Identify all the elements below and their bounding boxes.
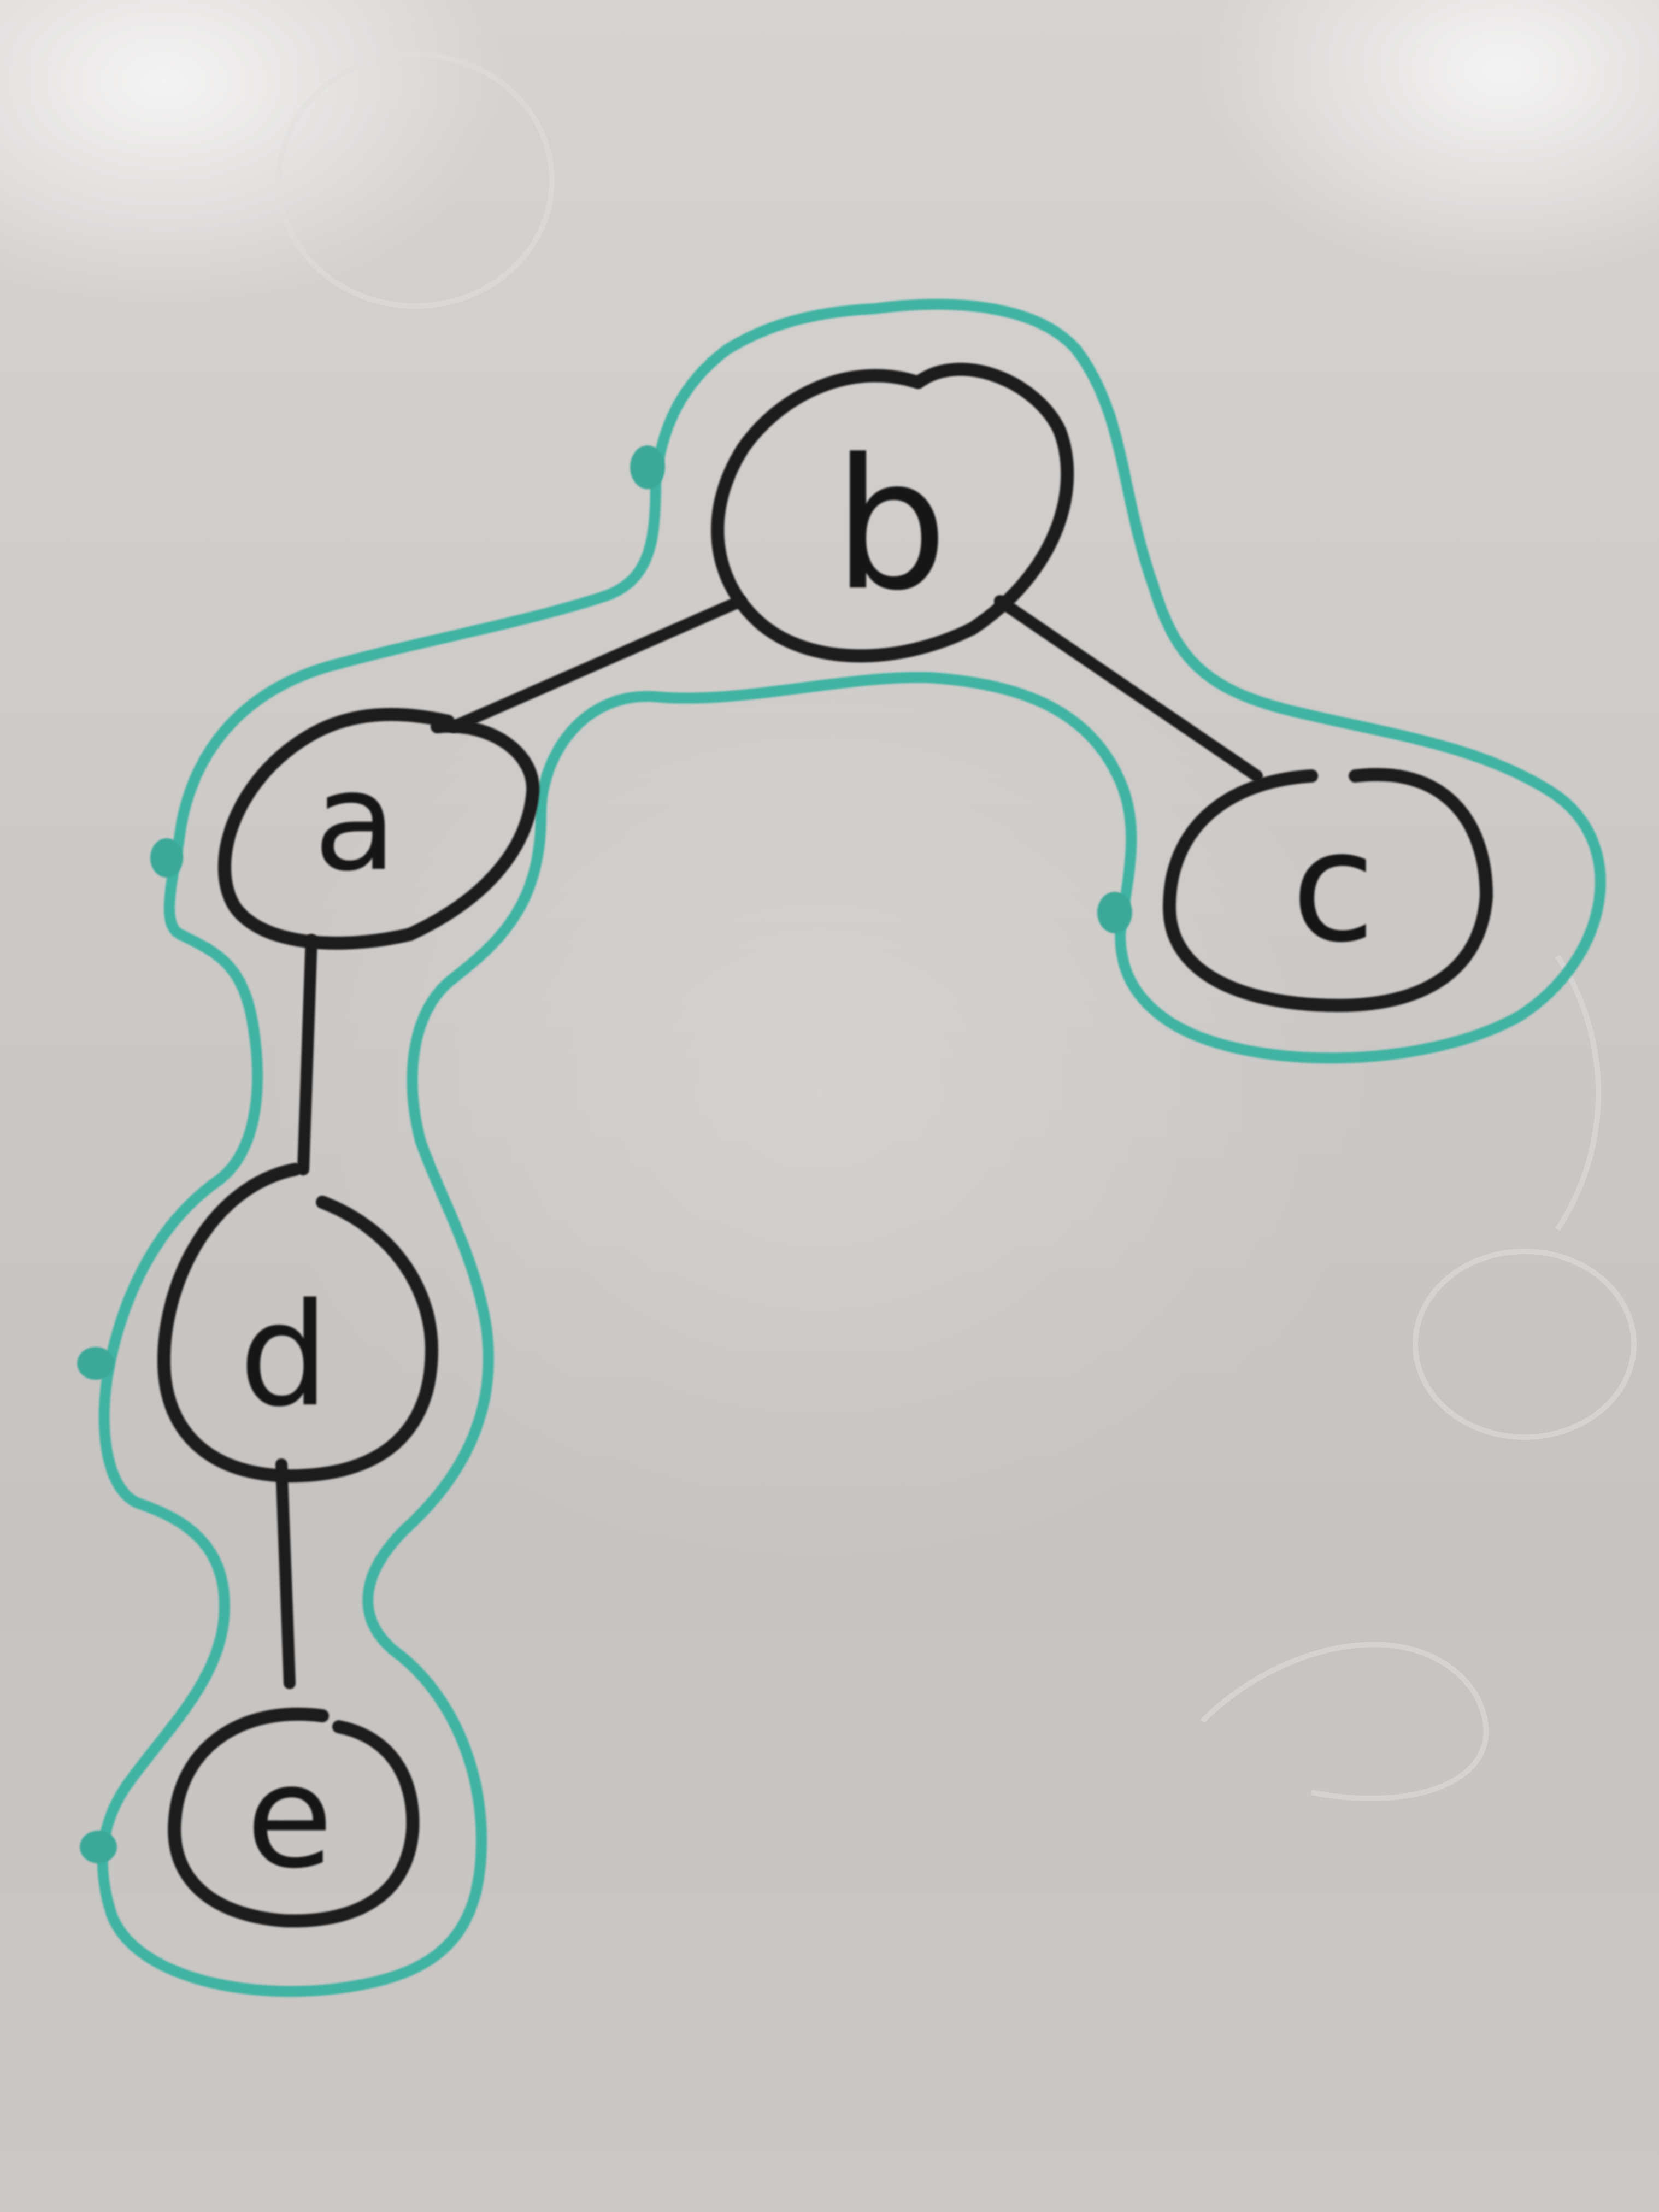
- node-label-b: b: [833, 420, 948, 630]
- node-circle: [168, 1707, 420, 1928]
- node-label-a: a: [313, 742, 397, 901]
- node-label-e: e: [246, 1735, 333, 1900]
- outline-dot: [80, 1831, 117, 1863]
- node-circle: [157, 1163, 439, 1482]
- ghost-marks: [276, 52, 1637, 1801]
- outline-dot: [150, 838, 183, 878]
- edge-d-e: [275, 1458, 296, 1689]
- node-circle: [218, 708, 540, 950]
- node-c: c: [1162, 768, 1493, 1013]
- node-b: b: [711, 362, 1074, 663]
- outline-dots: [77, 445, 1132, 1863]
- node-circle: [1162, 768, 1493, 1013]
- node-label-d: d: [239, 1273, 329, 1438]
- edge-b-a: [448, 595, 746, 733]
- outline-dot: [77, 1347, 114, 1380]
- node-circle: [711, 362, 1074, 663]
- node-label-c: c: [1291, 798, 1375, 976]
- node-d: d: [157, 1163, 439, 1482]
- outline-dot: [630, 445, 665, 489]
- edge-b-c: [994, 595, 1263, 782]
- node-e: e: [168, 1707, 420, 1928]
- traversal-outline: [97, 299, 1606, 1997]
- edge-a-d: [297, 934, 317, 1175]
- node-a: a: [218, 708, 540, 950]
- edges: [275, 595, 1263, 1689]
- outline-dot: [1097, 892, 1132, 933]
